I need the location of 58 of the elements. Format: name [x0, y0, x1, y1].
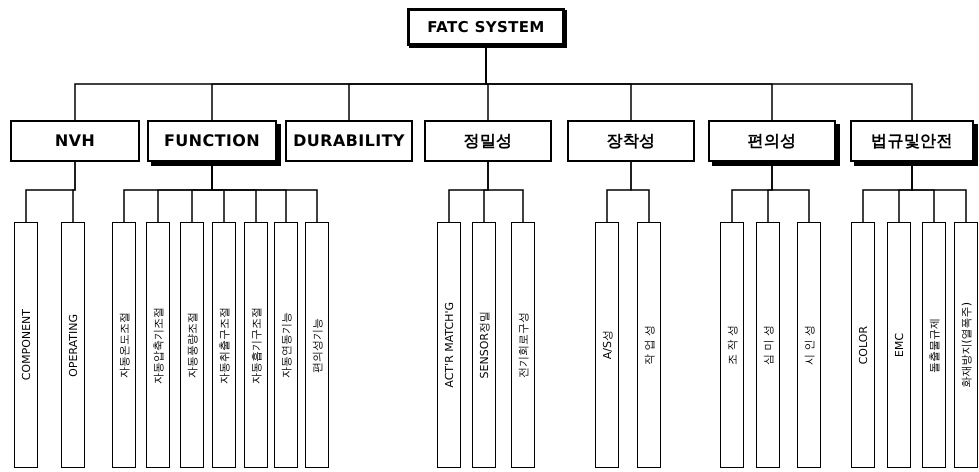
- leaf-box: [595, 222, 619, 468]
- leaf-box: [61, 222, 85, 468]
- leaf-box: [954, 222, 978, 468]
- category-box: [424, 120, 552, 162]
- node-label: 작 업 성: [644, 325, 654, 365]
- category-box: [285, 120, 413, 162]
- node-label: 자동취출구조절: [218, 306, 230, 384]
- leaf-box: [112, 222, 136, 468]
- leaf-box: [851, 222, 875, 468]
- connector-line: [72, 162, 76, 222]
- node-label: SENSOR정밀: [478, 311, 490, 379]
- node-label: COMPONENT: [20, 309, 32, 381]
- node-label: 화재방지(열폭주): [960, 302, 972, 388]
- connector-line: [630, 162, 650, 222]
- category-box: [567, 120, 695, 162]
- leaf-box: [274, 222, 298, 468]
- node-label: 자동연동기능: [280, 312, 292, 378]
- node-label: 법규및안전: [871, 130, 953, 152]
- leaf-box: [797, 222, 821, 468]
- node-label: 자동온도조절: [118, 312, 130, 378]
- node-label: DURABILITY: [293, 130, 405, 152]
- node-label: NVH: [54, 130, 96, 152]
- root-box: [407, 8, 565, 46]
- leaf-box: [472, 222, 496, 468]
- node-label: FUNCTION: [164, 130, 260, 152]
- node-label: 장착성: [606, 130, 656, 152]
- leaf-box: [305, 222, 329, 468]
- leaf-box: [637, 222, 661, 468]
- node-label: 자동흡기구조절: [250, 306, 262, 384]
- node-label: 정밀성: [463, 130, 513, 152]
- leaf-box: [14, 222, 38, 468]
- node-label: OPERATING: [68, 314, 78, 376]
- node-label: 시 인 성: [804, 325, 814, 365]
- connector-line: [487, 162, 524, 222]
- leaf-box: [180, 222, 204, 468]
- node-label: COLOR: [858, 326, 868, 364]
- node-label: 자동압축기조절: [152, 306, 164, 384]
- node-label: 자동풍량조절: [186, 312, 198, 378]
- leaf-box: [244, 222, 268, 468]
- node-label: 전기회로구성: [518, 312, 528, 378]
- leaf-box: [756, 222, 780, 468]
- node-label: 편의성: [747, 130, 797, 152]
- node-label: ACT'R MATCH'G: [444, 302, 454, 388]
- category-box: [10, 120, 140, 162]
- leaf-box: [922, 222, 946, 468]
- leaf-box: [146, 222, 170, 468]
- leaf-box: [212, 222, 236, 468]
- node-label: 편의성기능: [312, 318, 322, 372]
- node-label: EMC: [894, 332, 904, 358]
- node-label: 돌출물규제: [928, 318, 940, 372]
- node-label: 심 미 성: [762, 325, 774, 365]
- leaf-box: [437, 222, 461, 468]
- node-label: FATC SYSTEM: [427, 16, 545, 38]
- leaf-box: [720, 222, 744, 468]
- node-label: A/S성: [602, 330, 612, 360]
- node-label: 조 작 성: [726, 325, 738, 365]
- leaf-box: [511, 222, 535, 468]
- leaf-box: [887, 222, 911, 468]
